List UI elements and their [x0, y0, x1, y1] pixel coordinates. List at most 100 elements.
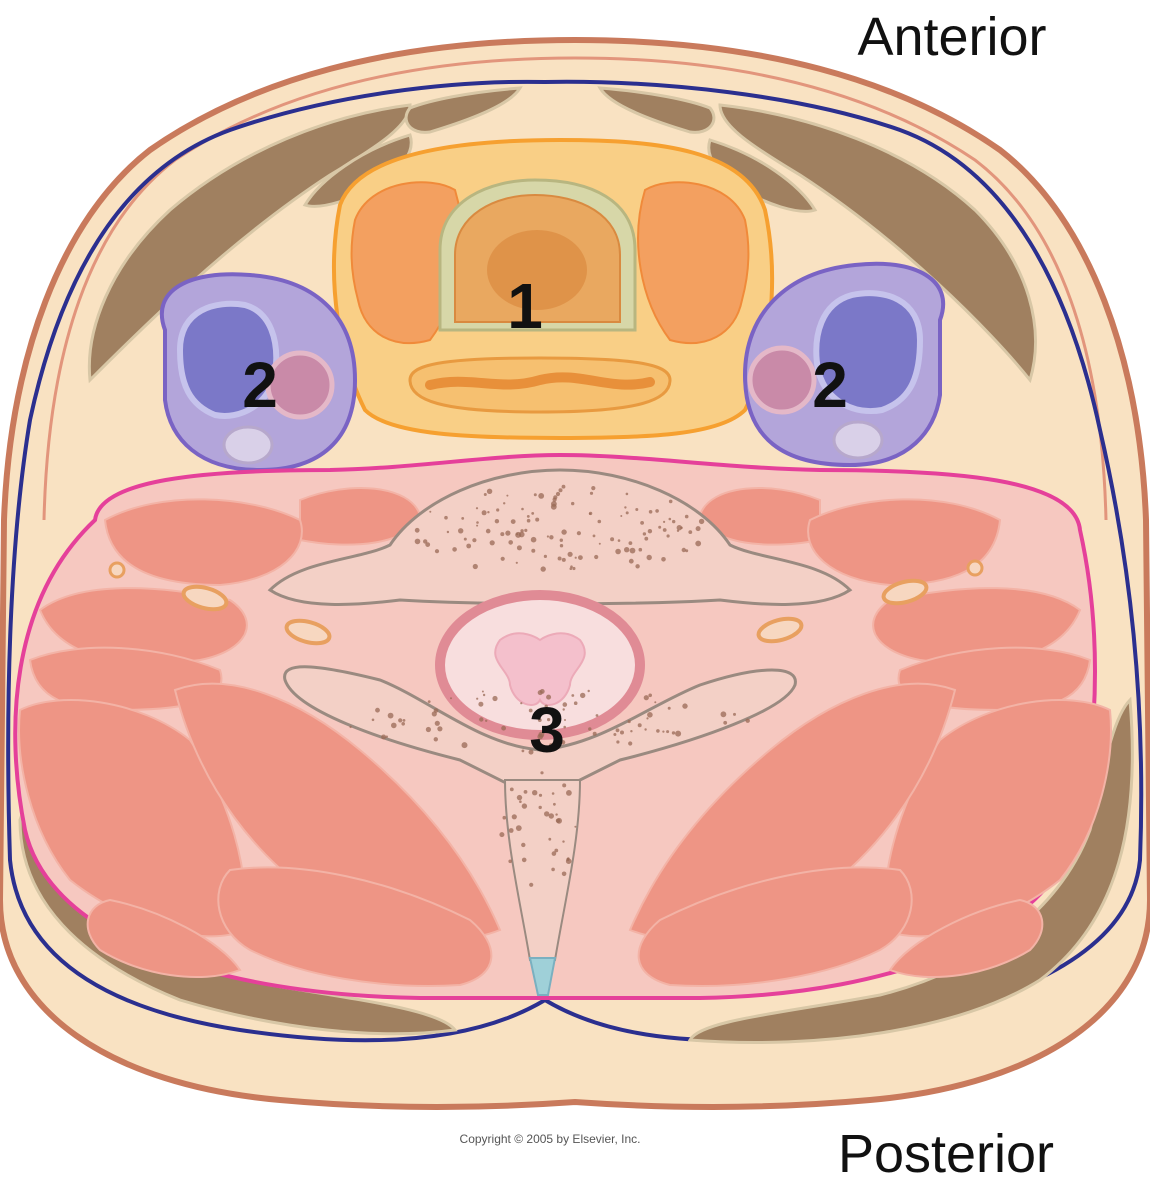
bone-stipple-dot [672, 519, 676, 524]
bone-stipple-dot [478, 701, 484, 707]
bone-stipple-dot [628, 541, 633, 545]
bone-stipple-dot [615, 548, 621, 555]
bone-stipple-dot [433, 737, 438, 742]
bone-stipple-dot [553, 495, 558, 500]
bone-stipple-dot [647, 712, 653, 718]
bone-stipple-dot [511, 814, 517, 820]
bone-stipple-dot [616, 740, 620, 744]
bone-stipple-dot [472, 538, 477, 543]
bone-stipple-dot [684, 514, 689, 519]
bone-stipple-dot [558, 488, 563, 493]
bone-stipple-dot [535, 517, 540, 522]
bone-stipple-dot [521, 749, 525, 753]
bone-stipple-dot [695, 540, 702, 547]
bone-stipple-dot [555, 813, 558, 816]
carotid-sheath-right [742, 261, 946, 468]
bone-stipple-dot [479, 717, 484, 722]
bone-stipple-dot [666, 730, 670, 734]
bone-stipple-dot [553, 720, 559, 725]
bone-stipple-dot [553, 802, 556, 806]
bone-stipple-dot [486, 488, 493, 494]
bone-stipple-dot [540, 566, 546, 572]
bone-stipple-dot [569, 567, 573, 570]
bone-stipple-dot [562, 702, 568, 707]
bone-stipple-dot [521, 857, 527, 863]
bone-stipple-dot [531, 512, 535, 515]
bone-stipple-dot [667, 706, 671, 710]
bone-stipple-dot [461, 517, 465, 520]
bone-stipple-dot [526, 515, 530, 518]
bone-stipple-dot [539, 689, 545, 694]
common-carotid-artery-right [747, 345, 817, 415]
bone-stipple-dot [532, 741, 537, 746]
bone-stipple-dot [688, 530, 693, 534]
bone-stipple-dot [548, 837, 552, 841]
bone-stipple-dot [559, 544, 564, 548]
bone-stipple-dot [425, 542, 431, 547]
bone-stipple-dot [429, 510, 432, 513]
bone-stipple-dot [431, 711, 437, 717]
bone-stipple-dot [446, 530, 450, 534]
bone-stipple-dot [595, 714, 599, 717]
bone-stipple-dot [548, 743, 554, 748]
bone-stipple-dot [685, 549, 689, 553]
bone-stipple-dot [543, 554, 548, 559]
bone-stipple-dot [745, 718, 750, 723]
bone-stipple-dot [588, 727, 592, 731]
bone-stipple-dot [663, 520, 666, 524]
vertebral-body [267, 468, 853, 606]
bone-stipple-dot [547, 718, 551, 722]
bone-stipple-dot [624, 506, 627, 509]
bone-stipple-dot [501, 725, 506, 731]
bone-stipple-dot [629, 547, 636, 554]
bone-stipple-dot [538, 793, 543, 797]
thyroid-lobe-left [350, 181, 463, 345]
spinal-cord [494, 632, 586, 706]
bone-stipple-dot [562, 783, 567, 788]
bone-stipple-dot [414, 538, 421, 545]
bone-stipple-dot [540, 771, 544, 775]
bone-stipple-dot [675, 730, 682, 737]
bone-stipple-dot [557, 556, 562, 561]
bone-stipple-dot [540, 710, 545, 715]
bone-stipple-dot [544, 704, 548, 708]
copyright-text: Copyright © 2005 by Elsevier, Inc. [460, 1132, 641, 1146]
bone-stipple-dot [574, 825, 577, 828]
bone-stipple-dot [610, 537, 615, 542]
internal-jugular-vein-right [813, 290, 924, 414]
bone-stipple-dot [402, 719, 406, 722]
bone-stipple-dot [531, 548, 536, 553]
label-visceral-compartment: 1 [507, 270, 543, 342]
bone-stipple-dot [635, 564, 640, 569]
bone-stipple-dot [562, 840, 565, 843]
bone-stipple-dot [676, 525, 682, 531]
bone-stipple-dot [540, 746, 546, 752]
bone-stipple-dot [476, 521, 479, 524]
bone-stipple-dot [559, 538, 563, 542]
posterior-label: Posterior [838, 1124, 1054, 1184]
bone-stipple-dot [515, 825, 522, 831]
bone-stipple-dot [576, 531, 582, 536]
bone-stipple-dot [637, 723, 642, 728]
thyroid-lobe-right [637, 181, 750, 345]
vertebral-arch [283, 665, 797, 834]
common-carotid-artery-left [265, 350, 335, 420]
bone-stipple-dot [450, 697, 452, 700]
bone-stipple-dot [555, 491, 561, 497]
bone-stipple-dot [520, 702, 523, 705]
visceral-compartment [332, 137, 775, 441]
bone-stipple-dot [628, 558, 634, 564]
bone-stipple-dot [648, 693, 652, 698]
bone-stipple-dot [532, 790, 538, 796]
bone-stipple-dot [481, 510, 487, 516]
bone-stipple-dot [506, 494, 509, 497]
vagus-nerve-left [222, 425, 274, 465]
bone-stipple-dot [573, 701, 578, 705]
bone-stipple-dot [642, 532, 647, 536]
bone-stipple-dot [554, 848, 559, 853]
bone-stipple-dot [562, 708, 565, 711]
bone-stipple-dot [668, 499, 673, 504]
bone-stipple-dot [720, 711, 727, 718]
bone-stipple-dot [508, 540, 513, 545]
bone-stipple-dot [551, 501, 557, 507]
